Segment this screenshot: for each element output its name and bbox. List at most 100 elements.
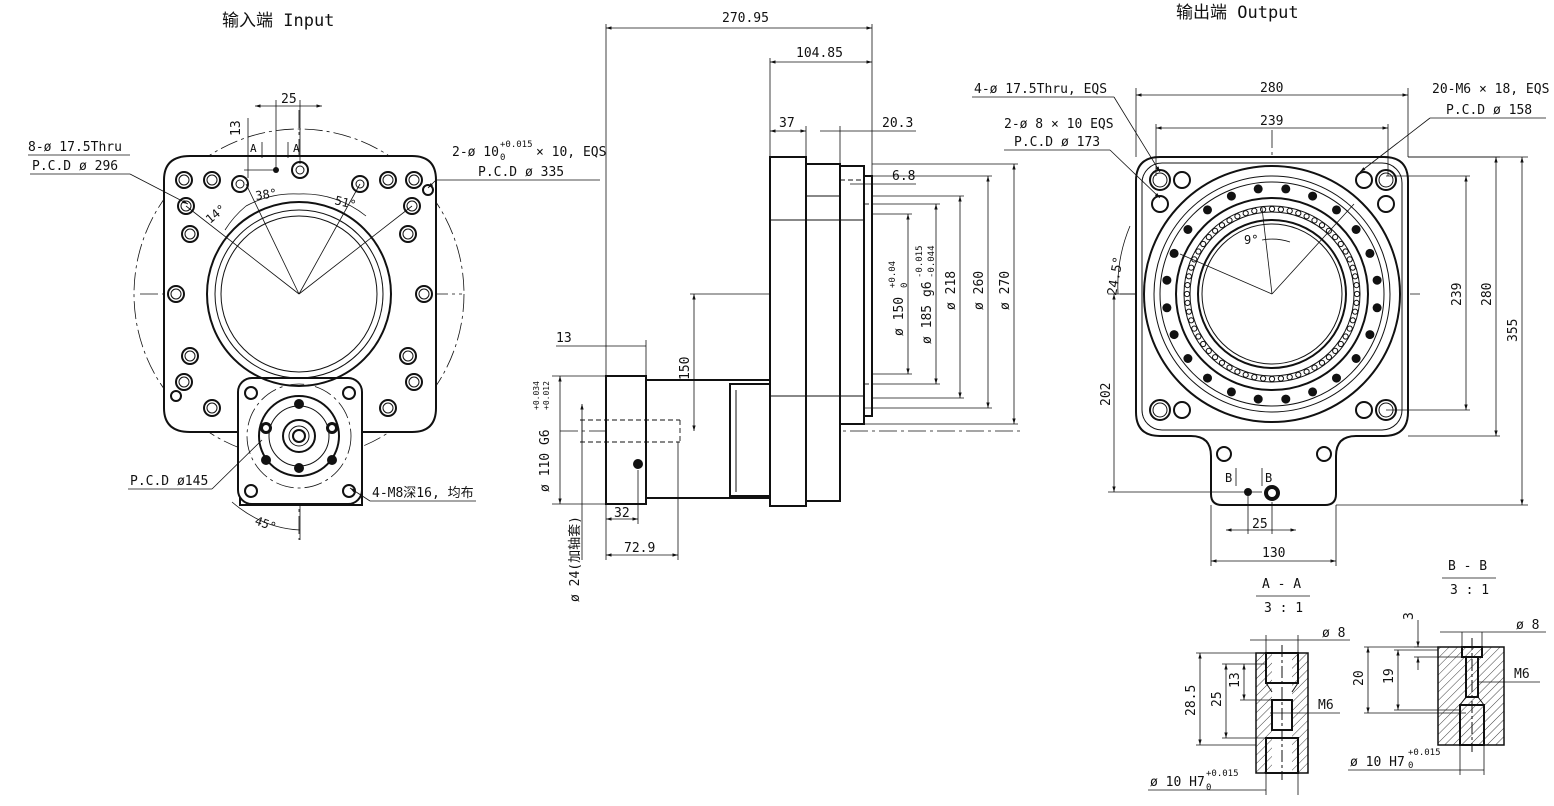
- side-view: 270.95 104.85 37 20.3 6.8 ø 150: [532, 11, 1020, 602]
- output-tapped-pcd-label: P.C.D ø 158: [1446, 103, 1532, 118]
- ring-hole-outer: [1372, 303, 1382, 313]
- ring-hole-inner: [1346, 325, 1353, 332]
- output-title: 输出端 Output: [1176, 3, 1299, 23]
- section-b-marker-right: B: [1265, 471, 1272, 485]
- ring-hole-inner: [1353, 290, 1361, 298]
- ring-hole-inner: [1234, 368, 1241, 375]
- ring-hole-inner: [1234, 213, 1241, 220]
- ring-hole-inner: [1311, 364, 1318, 371]
- ring-hole-outer: [1281, 184, 1291, 194]
- ring-hole-inner: [1185, 308, 1193, 315]
- ring-hole-outer: [1253, 184, 1263, 194]
- output-dim-25: 25: [1252, 517, 1268, 532]
- ring-hole-inner: [1332, 347, 1339, 354]
- ring-hole-inner: [1303, 213, 1310, 220]
- dim-185-tol-upper: -0.015: [915, 245, 925, 278]
- angle-45: 45°: [253, 514, 278, 535]
- ring-hole-inner: [1184, 299, 1191, 306]
- ring-hole-inner: [1342, 333, 1349, 340]
- ring-hole-inner: [1226, 364, 1233, 371]
- ring-hole-inner: [1200, 340, 1207, 348]
- input-pin-holes-label: 2-ø 10: [452, 145, 499, 160]
- ring-hole-outer: [1162, 303, 1172, 313]
- ring-hole-outer: [1351, 225, 1361, 234]
- ring-hole-inner: [1337, 240, 1344, 248]
- ring-hole-inner: [1184, 282, 1191, 289]
- ring-hole-inner: [1183, 290, 1191, 298]
- ring-hole-inner: [1226, 217, 1233, 224]
- ring-hole-inner: [1342, 248, 1349, 255]
- section-bb-title: B - B: [1448, 559, 1487, 574]
- ring-hole-inner: [1311, 217, 1318, 224]
- ring-hole-outer: [1253, 394, 1263, 404]
- output-dim-130: 130: [1262, 546, 1285, 561]
- ring-hole-outer: [1365, 248, 1375, 258]
- output-ring-holes-inner: [1183, 205, 1361, 383]
- section-aa-scale: 3 : 1: [1264, 601, 1303, 616]
- section-bb-bore-tol-upper: +0.015: [1408, 748, 1441, 758]
- dim-37: 37: [779, 116, 795, 131]
- output-ring-holes-outer: [1162, 184, 1382, 404]
- ring-hole-outer: [1308, 191, 1318, 201]
- dim-185-tol-lower: -0.044: [927, 245, 937, 278]
- motor-holes-label: 4-M8深16, 均布: [372, 486, 474, 501]
- ring-hole-inner: [1212, 227, 1219, 234]
- ring-hole-outer: [1169, 330, 1179, 340]
- dim-110: ø 110 G6: [538, 429, 553, 492]
- section-bb-dim-19: 19: [1382, 668, 1397, 684]
- side-dim-13: 13: [556, 331, 572, 346]
- ring-hole-inner: [1318, 222, 1326, 229]
- section-aa-bore: ø 10 H7: [1150, 775, 1205, 790]
- ring-hole-inner: [1349, 264, 1356, 271]
- section-aa-dim-25: 25: [1210, 691, 1225, 707]
- section-aa-bore-tol-upper: +0.015: [1206, 769, 1239, 779]
- ring-hole-inner: [1352, 308, 1359, 315]
- dim-150-dia: ø 150: [892, 297, 907, 336]
- ring-hole-inner: [1191, 325, 1198, 332]
- ring-hole-inner: [1195, 248, 1202, 255]
- ring-hole-outer: [1226, 387, 1236, 397]
- ring-hole-outer: [1351, 354, 1361, 363]
- ring-hole-inner: [1188, 264, 1195, 271]
- ring-hole-inner: [1332, 234, 1339, 241]
- ring-hole-inner: [1260, 206, 1267, 213]
- ring-hole-outer: [1332, 205, 1341, 215]
- ring-hole-inner: [1268, 205, 1276, 213]
- ring-hole-inner: [1353, 299, 1360, 306]
- section-bb-dia-8: ø 8: [1516, 618, 1539, 633]
- ring-hole-inner: [1277, 206, 1285, 213]
- dim-32: 32: [614, 506, 630, 521]
- section-aa-bore-tol-lower: 0: [1206, 783, 1211, 793]
- angle-51: 51°: [333, 193, 357, 212]
- ring-hole-outer: [1332, 373, 1341, 383]
- input-pin-holes-suffix: × 10, EQS: [536, 145, 606, 160]
- output-bolt-holes: [1149, 169, 1397, 501]
- output-pin-pcd-label: P.C.D ø 173: [1014, 135, 1100, 150]
- dim-150-tol-upper: +0.04: [888, 261, 898, 288]
- section-aa-title: A - A: [1262, 577, 1301, 592]
- output-dim-239-v: 239: [1450, 283, 1465, 306]
- ring-hole-outer: [1308, 387, 1318, 397]
- ring-hole-inner: [1200, 240, 1207, 248]
- dim-110-tol-upper: +0.034: [532, 381, 541, 410]
- angle-38: 38°: [254, 186, 277, 203]
- section-bb-bore-tol-lower: 0: [1408, 761, 1413, 771]
- ring-hole-inner: [1286, 374, 1293, 381]
- output-dim-202: 202: [1099, 383, 1114, 406]
- input-pin-tol-upper: +0.015: [500, 140, 533, 150]
- output-dim-280-h: 280: [1260, 81, 1283, 96]
- section-bb-bore: ø 10 H7: [1350, 755, 1405, 770]
- dim-104-85: 104.85: [796, 46, 843, 61]
- dim-72-9: 72.9: [624, 541, 655, 556]
- section-bb-dim-20: 20: [1352, 670, 1367, 686]
- dim-6-8: 6.8: [892, 169, 915, 184]
- section-a-marker-left: A: [250, 142, 257, 155]
- dim-150-v: 150: [678, 357, 693, 380]
- ring-hole-inner: [1303, 368, 1310, 375]
- ring-hole-inner: [1277, 375, 1285, 382]
- ring-hole-outer: [1203, 205, 1212, 215]
- ring-hole-inner: [1337, 340, 1344, 348]
- dim-150-tol-lower: 0: [900, 283, 910, 288]
- ring-hole-outer: [1372, 275, 1382, 285]
- ring-hole-outer: [1365, 330, 1375, 340]
